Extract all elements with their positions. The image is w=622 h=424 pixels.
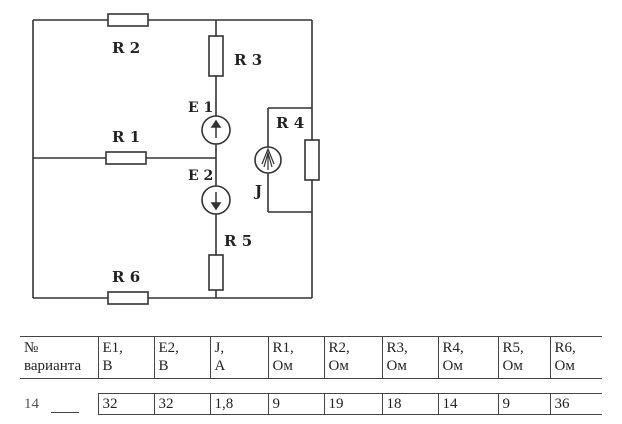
label-e2: E 2: [188, 168, 213, 184]
table-cell: 9: [267, 393, 324, 415]
label-r3: R 3: [234, 51, 262, 69]
table-cell: 36: [549, 393, 602, 415]
label-r4: R 4: [276, 114, 304, 132]
label-r1: R 1: [112, 128, 140, 146]
header-cell: R3,Ом: [381, 336, 438, 379]
header-cell: E1,В: [97, 336, 154, 379]
label-j: J: [253, 182, 262, 200]
table-row: 14 32 32 1,8 9 19 18 14 9 36: [20, 393, 602, 415]
resistor-r4: [304, 139, 320, 181]
header-cell: E2,В: [153, 336, 210, 379]
circuit-diagram: R 2 R 3 E 1 R 4 R 1 E 2 J R 5 R 6: [32, 13, 320, 305]
table-cell-variant: 14: [20, 394, 98, 415]
table-cell: 32: [153, 393, 210, 415]
header-cell: J,А: [209, 336, 268, 379]
label-e1: E 1: [188, 100, 213, 116]
resistor-r5: [208, 254, 224, 291]
table-cell: 19: [323, 393, 382, 415]
table-cell: 18: [381, 393, 438, 415]
header-cell: R1,Ом: [267, 336, 324, 379]
table-cell: 1,8: [209, 393, 268, 415]
resistor-r1: [105, 151, 147, 165]
table-cell: 32: [97, 393, 154, 415]
label-r2: R 2: [112, 39, 140, 57]
table-cell: 9: [497, 393, 550, 415]
resistor-r2: [107, 13, 149, 27]
header-cell: R5,Ом: [497, 336, 550, 379]
resistor-r6: [107, 291, 149, 305]
current-source-arrow-icon: [261, 147, 275, 170]
resistor-r3: [208, 35, 224, 77]
label-r5: R 5: [224, 232, 252, 250]
header-cell: R6,Ом: [549, 336, 602, 379]
label-r6: R 6: [112, 268, 140, 286]
header-cell: R2,Ом: [323, 336, 382, 379]
header-cell: R4,Ом: [437, 336, 498, 379]
table-cell: 14: [437, 393, 498, 415]
